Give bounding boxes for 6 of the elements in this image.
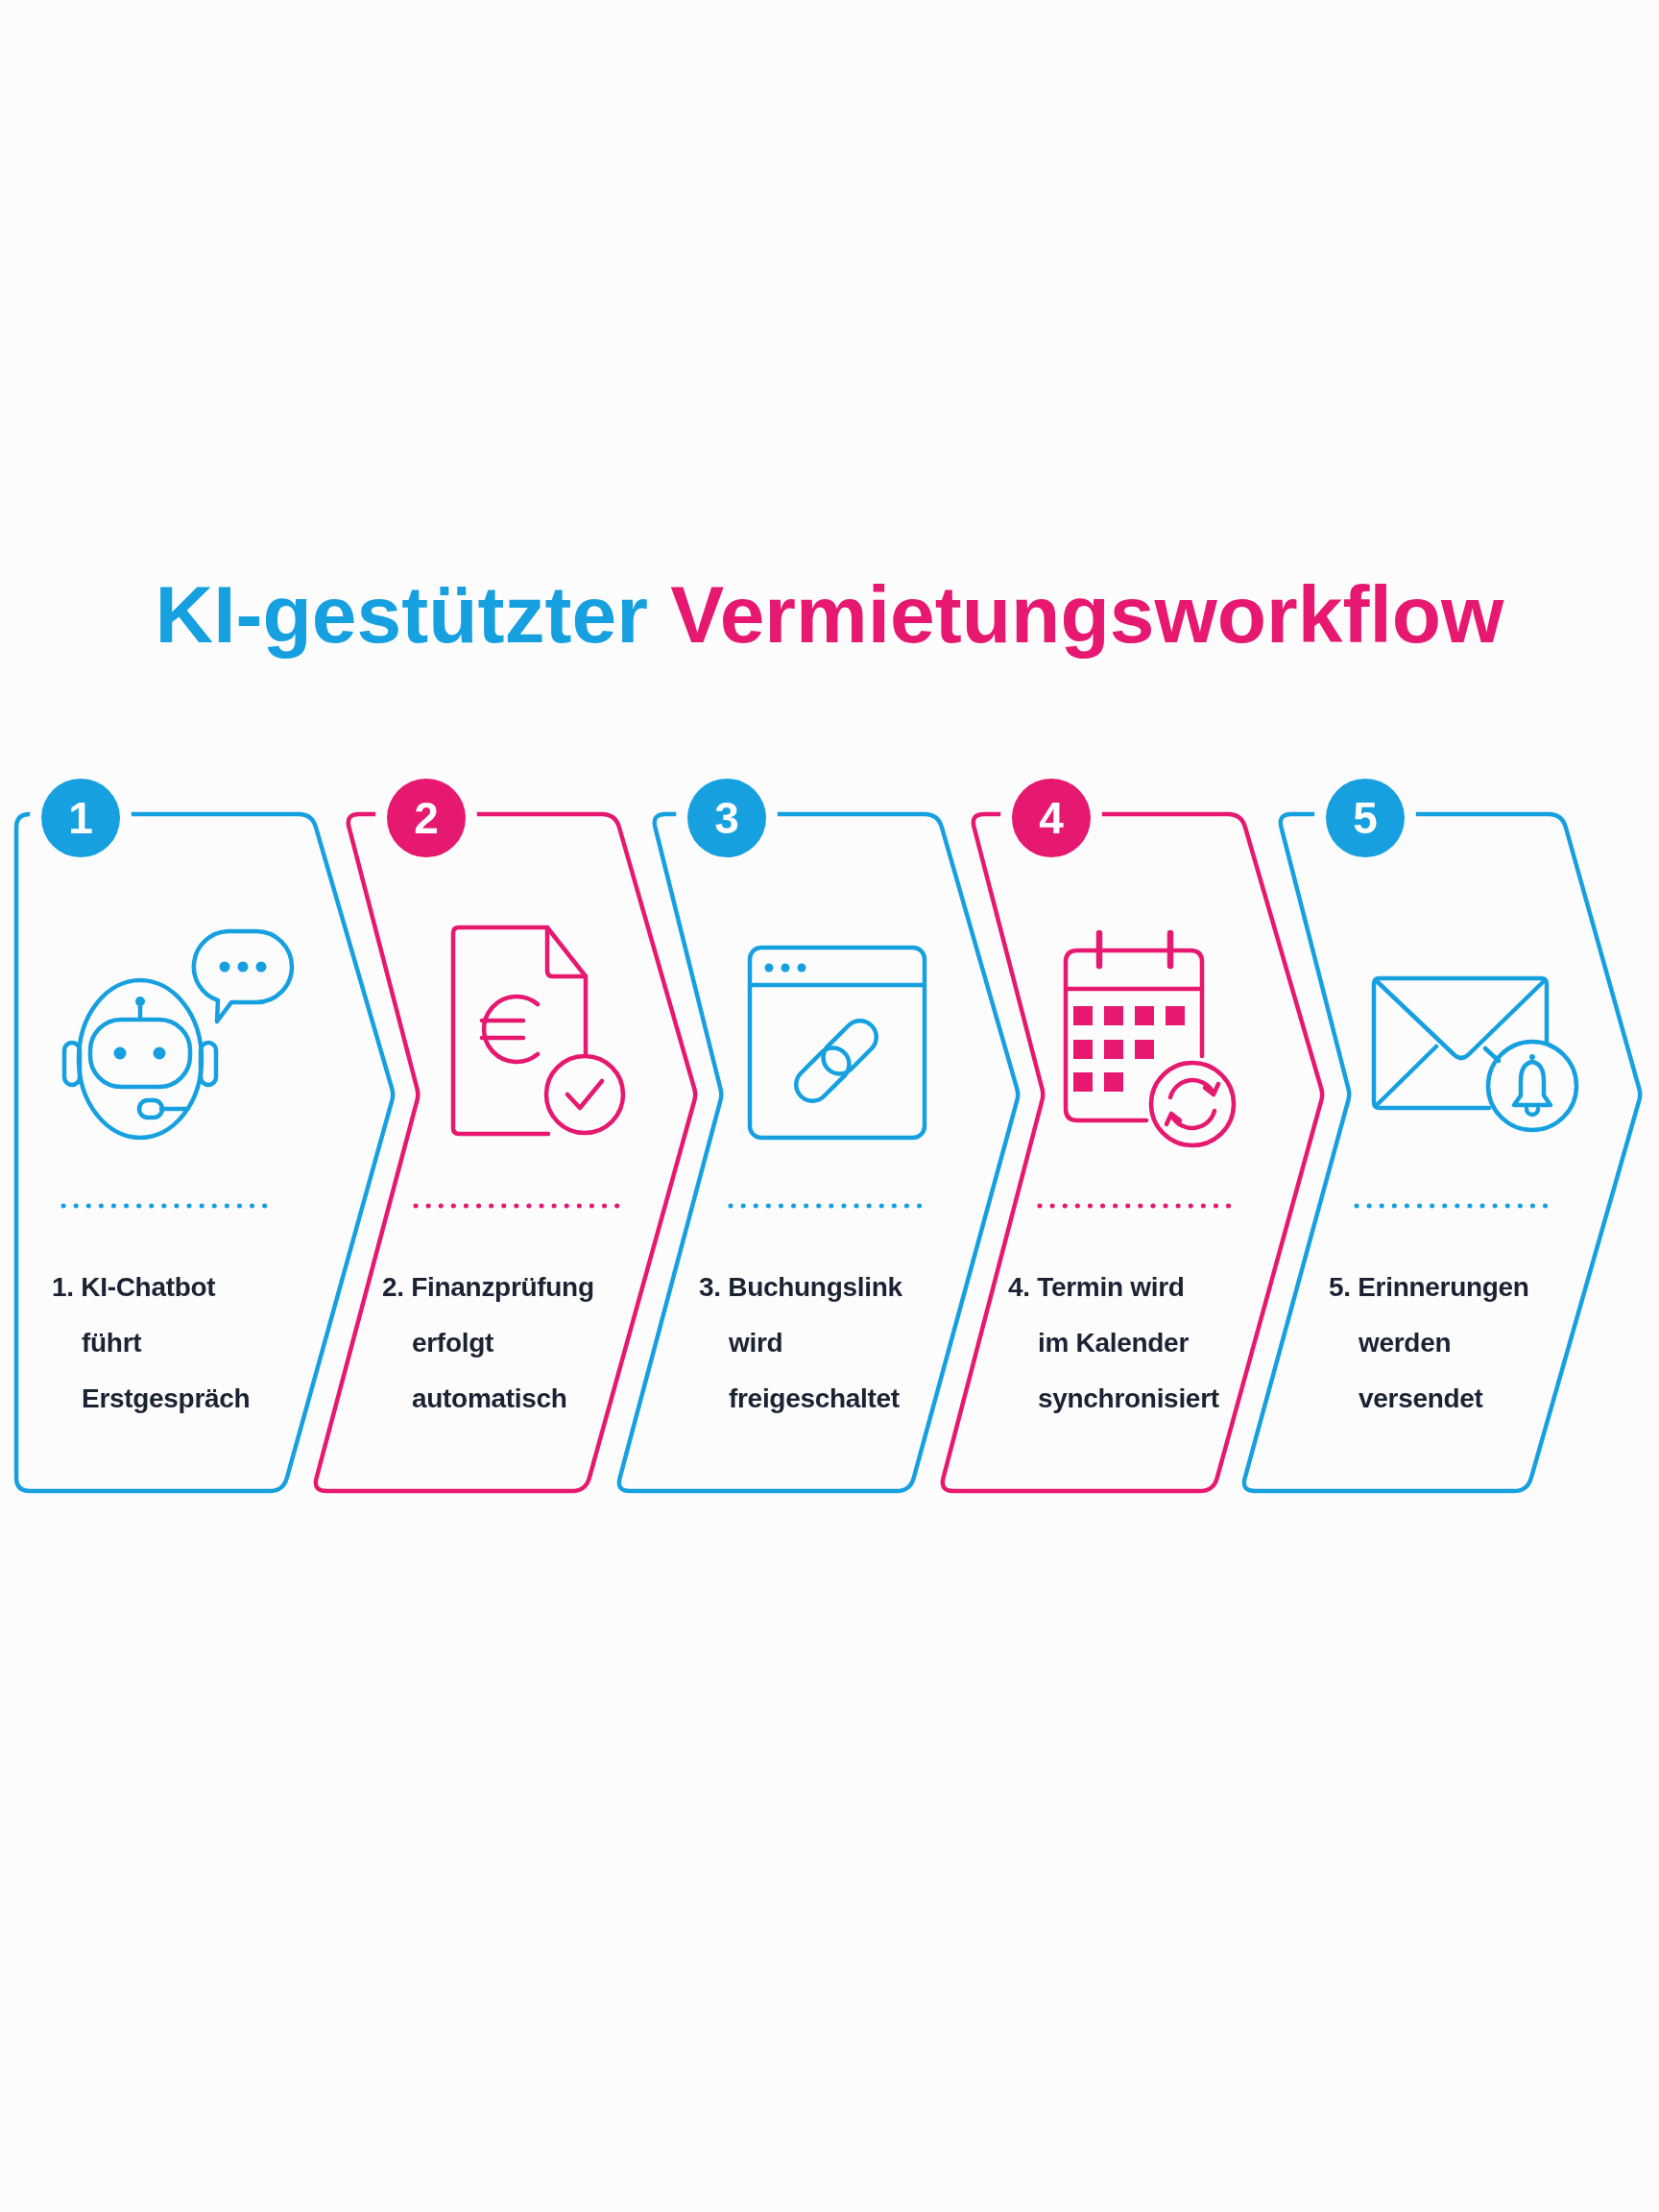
- step-description: 1. KI-Chatbot führt Erstgespräch: [52, 1271, 252, 1415]
- step-description: 3. Buchungslink wird freigeschaltet: [699, 1271, 903, 1415]
- step-description: 5. Erinnerungen werden versendet: [1329, 1271, 1530, 1415]
- step-description: 2. Finanzprüfung erfolgt automatisch: [382, 1271, 595, 1415]
- diagram-title: KI-gestützter Vermietungsworkflow: [154, 568, 1505, 661]
- step-description: 4. Termin wird im Kalender synchronisiert: [1008, 1271, 1220, 1415]
